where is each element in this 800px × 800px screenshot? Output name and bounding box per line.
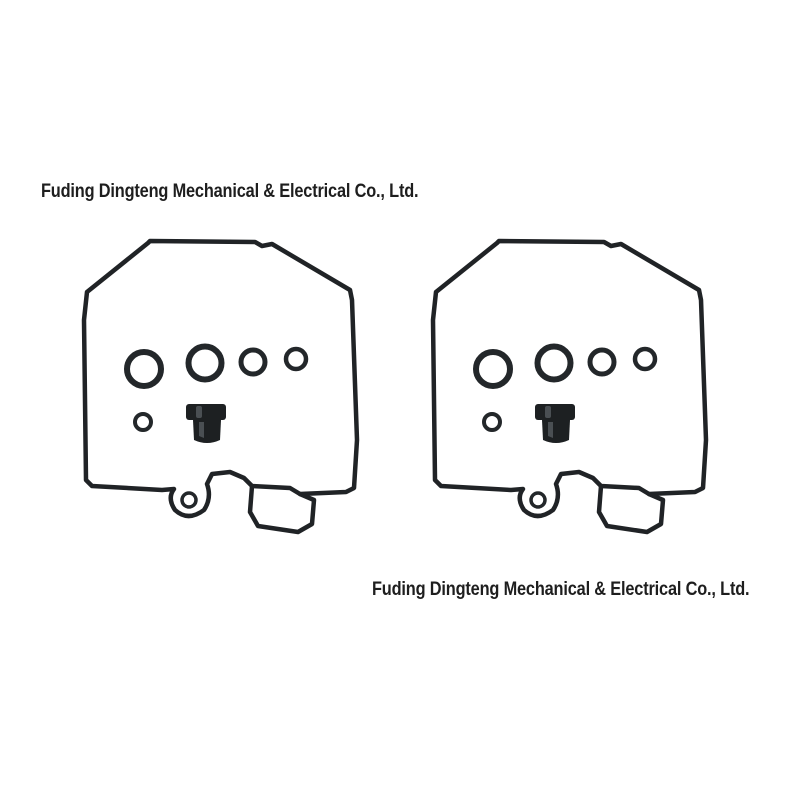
right-gasket-kit <box>433 241 706 532</box>
watermark-text-top: Fuding Dingteng Mechanical & Electrical … <box>41 181 419 202</box>
watermark-text-bottom: Fuding Dingteng Mechanical & Electrical … <box>372 579 750 600</box>
left-gasket-kit <box>84 241 357 532</box>
